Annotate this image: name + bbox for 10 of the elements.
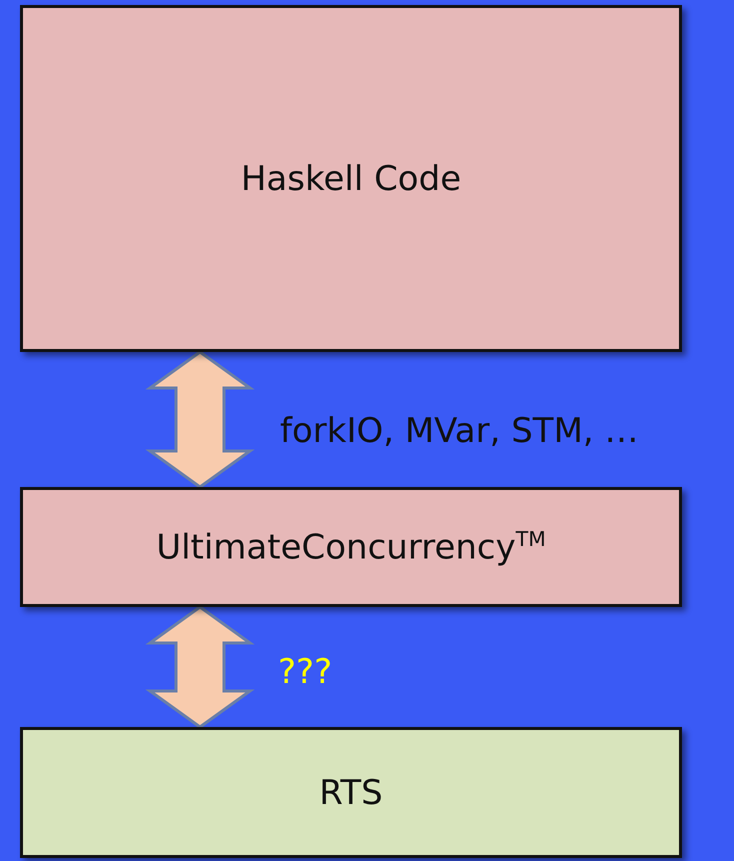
- layer-box: [20, 727, 682, 858]
- layer-label: Haskell Code: [240, 158, 462, 198]
- edge-label: ???: [278, 652, 332, 692]
- double-arrow: [145, 350, 255, 489]
- edge-label: forkIO, MVar, STM, …: [280, 411, 639, 451]
- layer-box: [20, 5, 682, 352]
- layer-label: UltimateConcurrency$^{TM}$: [156, 526, 546, 568]
- double-arrow: [145, 605, 255, 729]
- layer-label: RTS: [319, 772, 383, 812]
- layer-box: [20, 487, 682, 607]
